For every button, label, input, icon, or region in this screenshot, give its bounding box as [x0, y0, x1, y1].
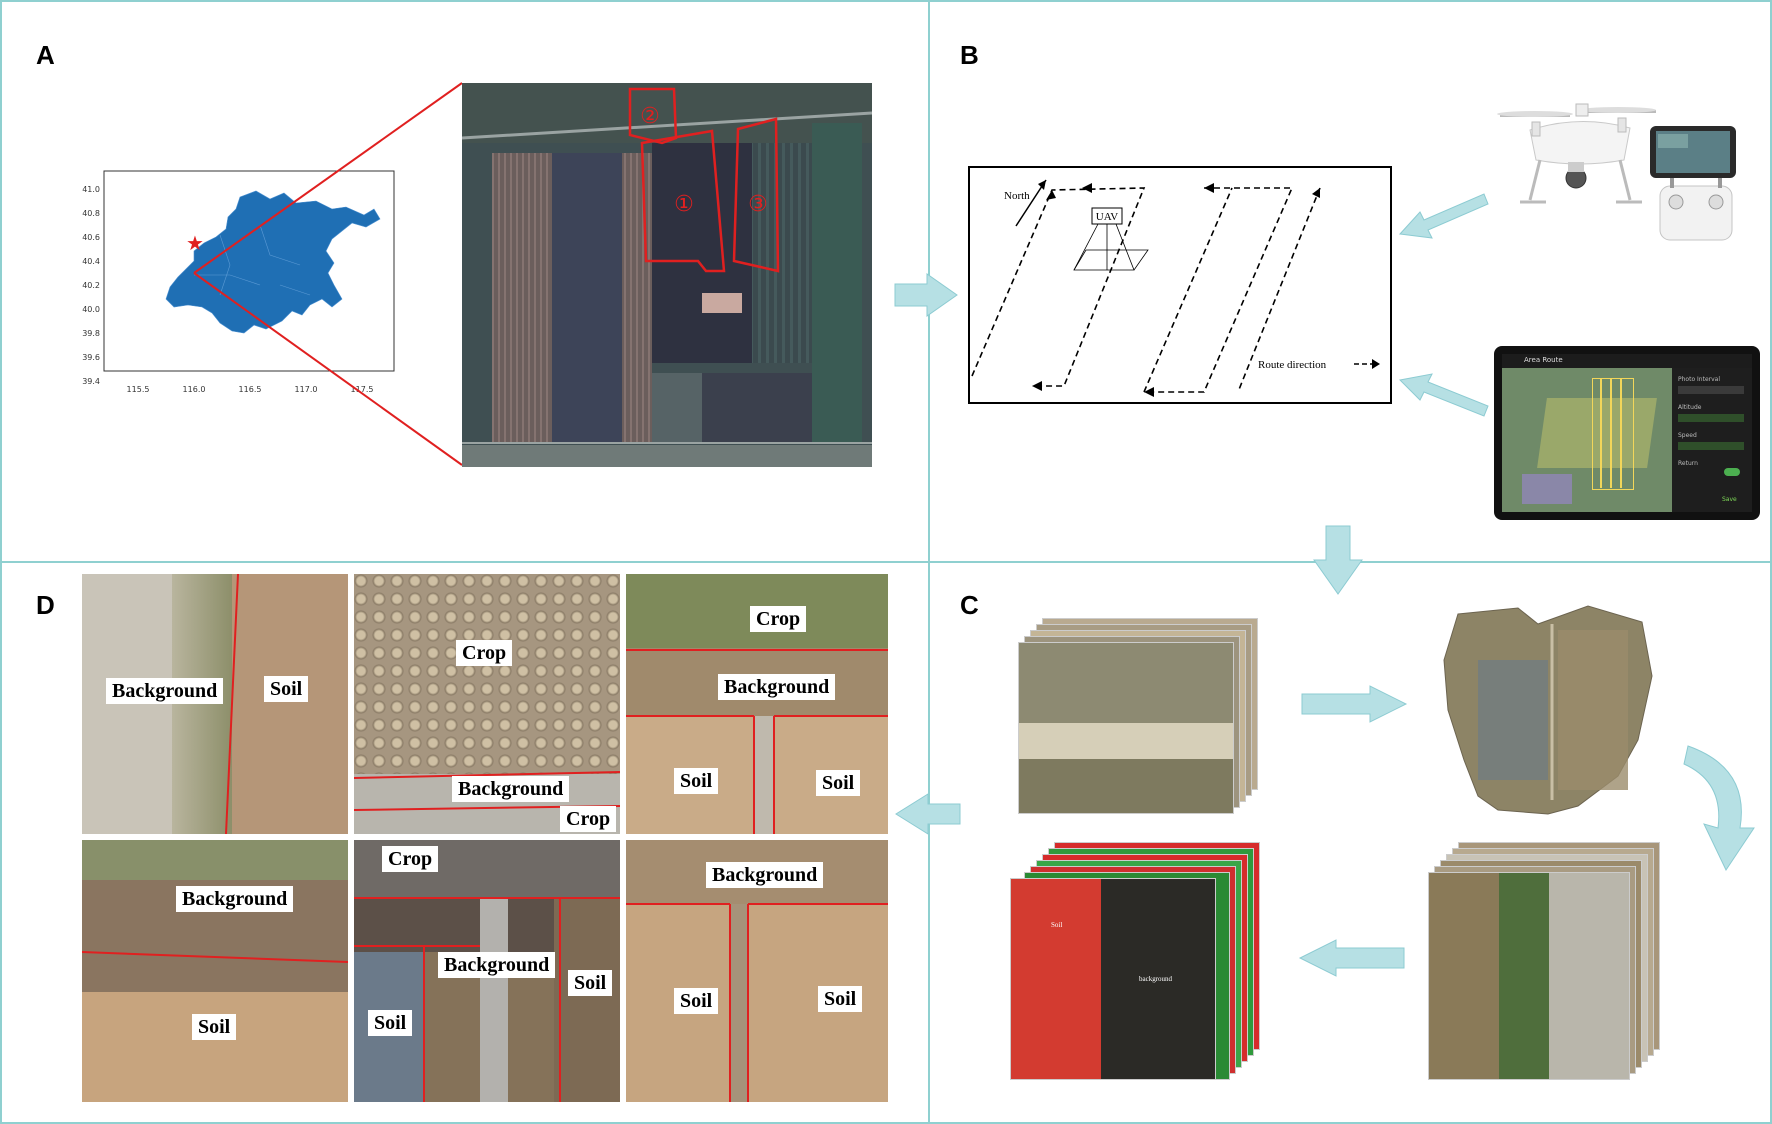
x-tick-2: 116.5: [239, 385, 262, 394]
s6-background-label: Background: [706, 862, 824, 888]
cropped-tile-front: [1428, 872, 1630, 1080]
drone-and-controller-image: [1497, 103, 1736, 241]
y-tick-0: 41.0: [82, 185, 100, 194]
sample-tile-1: Background Soil: [82, 574, 348, 834]
tablet-item-1[interactable]: Altitude: [1678, 404, 1702, 411]
satellite-field-image: ② ① ③: [462, 83, 872, 467]
s3-soil-left-label: Soil: [674, 768, 719, 794]
sample-tile-3: Crop Background Soil Soil: [626, 574, 888, 834]
raw-image-front: [1018, 642, 1234, 814]
field-label-2: ②: [640, 104, 660, 129]
tablet-screen: Area Route Photo Interval Altitude Speed…: [1502, 354, 1752, 512]
s4-soil-label: Soil: [192, 1014, 237, 1040]
x-tick-3: 117.0: [295, 385, 318, 394]
label-masks-stack: Soil background: [1010, 842, 1260, 1080]
curved-arrow-mosaic-to-tiles: [1683, 745, 1755, 872]
s6-soil-left-label: Soil: [674, 988, 719, 1014]
s4-background-label: Background: [176, 886, 294, 912]
x-tick-4: 117.5: [351, 385, 374, 394]
beijing-region-shape: [165, 190, 381, 334]
y-tick-6: 39.8: [82, 329, 100, 338]
uav-label: UAV: [1096, 211, 1118, 223]
s5-soil-right-label: Soil: [568, 970, 613, 996]
arrow-tablet-to-route: [1398, 373, 1489, 417]
map-x-ticks: 115.5 116.0 116.5 117.0 117.5: [127, 385, 374, 394]
zoom-lines: [193, 82, 463, 466]
arrow-raw-to-mosaic: [1301, 685, 1408, 723]
arrow-tiles-to-labels: [1298, 939, 1405, 977]
tablet-title: Area Route: [1524, 356, 1563, 364]
tablet-top-bar: Area Route: [1502, 354, 1752, 368]
tablet-item-4[interactable]: Save: [1722, 496, 1737, 503]
tablet-side-panel: Photo Interval Altitude Speed Return Sav…: [1672, 368, 1752, 512]
orthomosaic-image: [1443, 605, 1653, 815]
y-tick-7: 39.6: [82, 353, 100, 362]
y-tick-8: 39.4: [82, 377, 100, 386]
panel-label-a: A: [36, 40, 55, 70]
panel-label-d: D: [36, 590, 55, 620]
field-outlines: [628, 87, 780, 273]
s5-background-label: Background: [438, 952, 556, 978]
route-direction-label: Route direction: [1258, 359, 1327, 371]
arrow-b-to-c: [1313, 525, 1363, 595]
x-tick-0: 115.5: [127, 385, 150, 394]
tablet-map-area: [1502, 368, 1672, 512]
s2-crop-top-label: Crop: [456, 640, 513, 666]
flight-route-diagram: North UAV Route direction: [968, 166, 1392, 404]
panel-label-c: C: [960, 590, 979, 620]
sample-tile-4: Background Soil: [82, 840, 348, 1102]
field-label-1: ①: [674, 192, 694, 217]
tablet-item-0[interactable]: Photo Interval: [1678, 376, 1720, 383]
s5-soil-left-label: Soil: [368, 1010, 413, 1036]
tablet-item-2[interactable]: Speed: [1678, 432, 1697, 439]
s3-soil-right-label: Soil: [816, 770, 861, 796]
mask-soil-label: Soil: [1051, 921, 1063, 929]
sample-tile-6: Background Soil Soil: [626, 840, 888, 1102]
s3-background-label: Background: [718, 674, 836, 700]
map-y-ticks: 41.0 40.8 40.6 40.4 40.2 40.0 39.8 39.6 …: [82, 185, 100, 386]
raw-images-stack: [1018, 618, 1258, 814]
north-label: North: [1004, 190, 1030, 202]
y-tick-3: 40.4: [82, 257, 100, 266]
beijing-map-plot: 41.0 40.8 40.6 40.4 40.2 40.0 39.8 39.6 …: [82, 170, 395, 394]
field-label-3: ③: [748, 192, 768, 217]
s1-background-label: Background: [106, 678, 224, 704]
arrow-c-to-d: [895, 793, 961, 835]
panel-label-b: B: [960, 40, 979, 70]
flight-planning-tablet: Area Route Photo Interval Altitude Speed…: [1494, 346, 1760, 520]
y-tick-5: 40.0: [82, 305, 100, 314]
y-tick-2: 40.6: [82, 233, 100, 242]
sample-tile-2: Crop Background Crop: [354, 574, 620, 834]
s2-background-label: Background: [452, 776, 570, 802]
s3-crop-label: Crop: [750, 606, 807, 632]
sample-tile-5: Crop Background Soil Soil: [354, 840, 620, 1102]
s5-crop-label: Crop: [382, 846, 439, 872]
cropped-tiles-stack: [1424, 842, 1668, 1080]
mask-background-label: background: [1139, 975, 1173, 983]
y-tick-4: 40.2: [82, 281, 100, 290]
s6-soil-right-label: Soil: [818, 986, 863, 1012]
s1-soil-label: Soil: [264, 676, 309, 702]
y-tick-1: 40.8: [82, 209, 100, 218]
tablet-item-3[interactable]: Return: [1678, 460, 1698, 467]
arrow-a-to-b: [894, 273, 958, 317]
label-mask-front: Soil background: [1010, 878, 1216, 1080]
arrow-drone-to-route: [1398, 193, 1489, 239]
location-star-icon: ★: [186, 231, 204, 255]
s2-crop-bottom-label: Crop: [560, 806, 617, 832]
x-tick-1: 116.0: [183, 385, 206, 394]
